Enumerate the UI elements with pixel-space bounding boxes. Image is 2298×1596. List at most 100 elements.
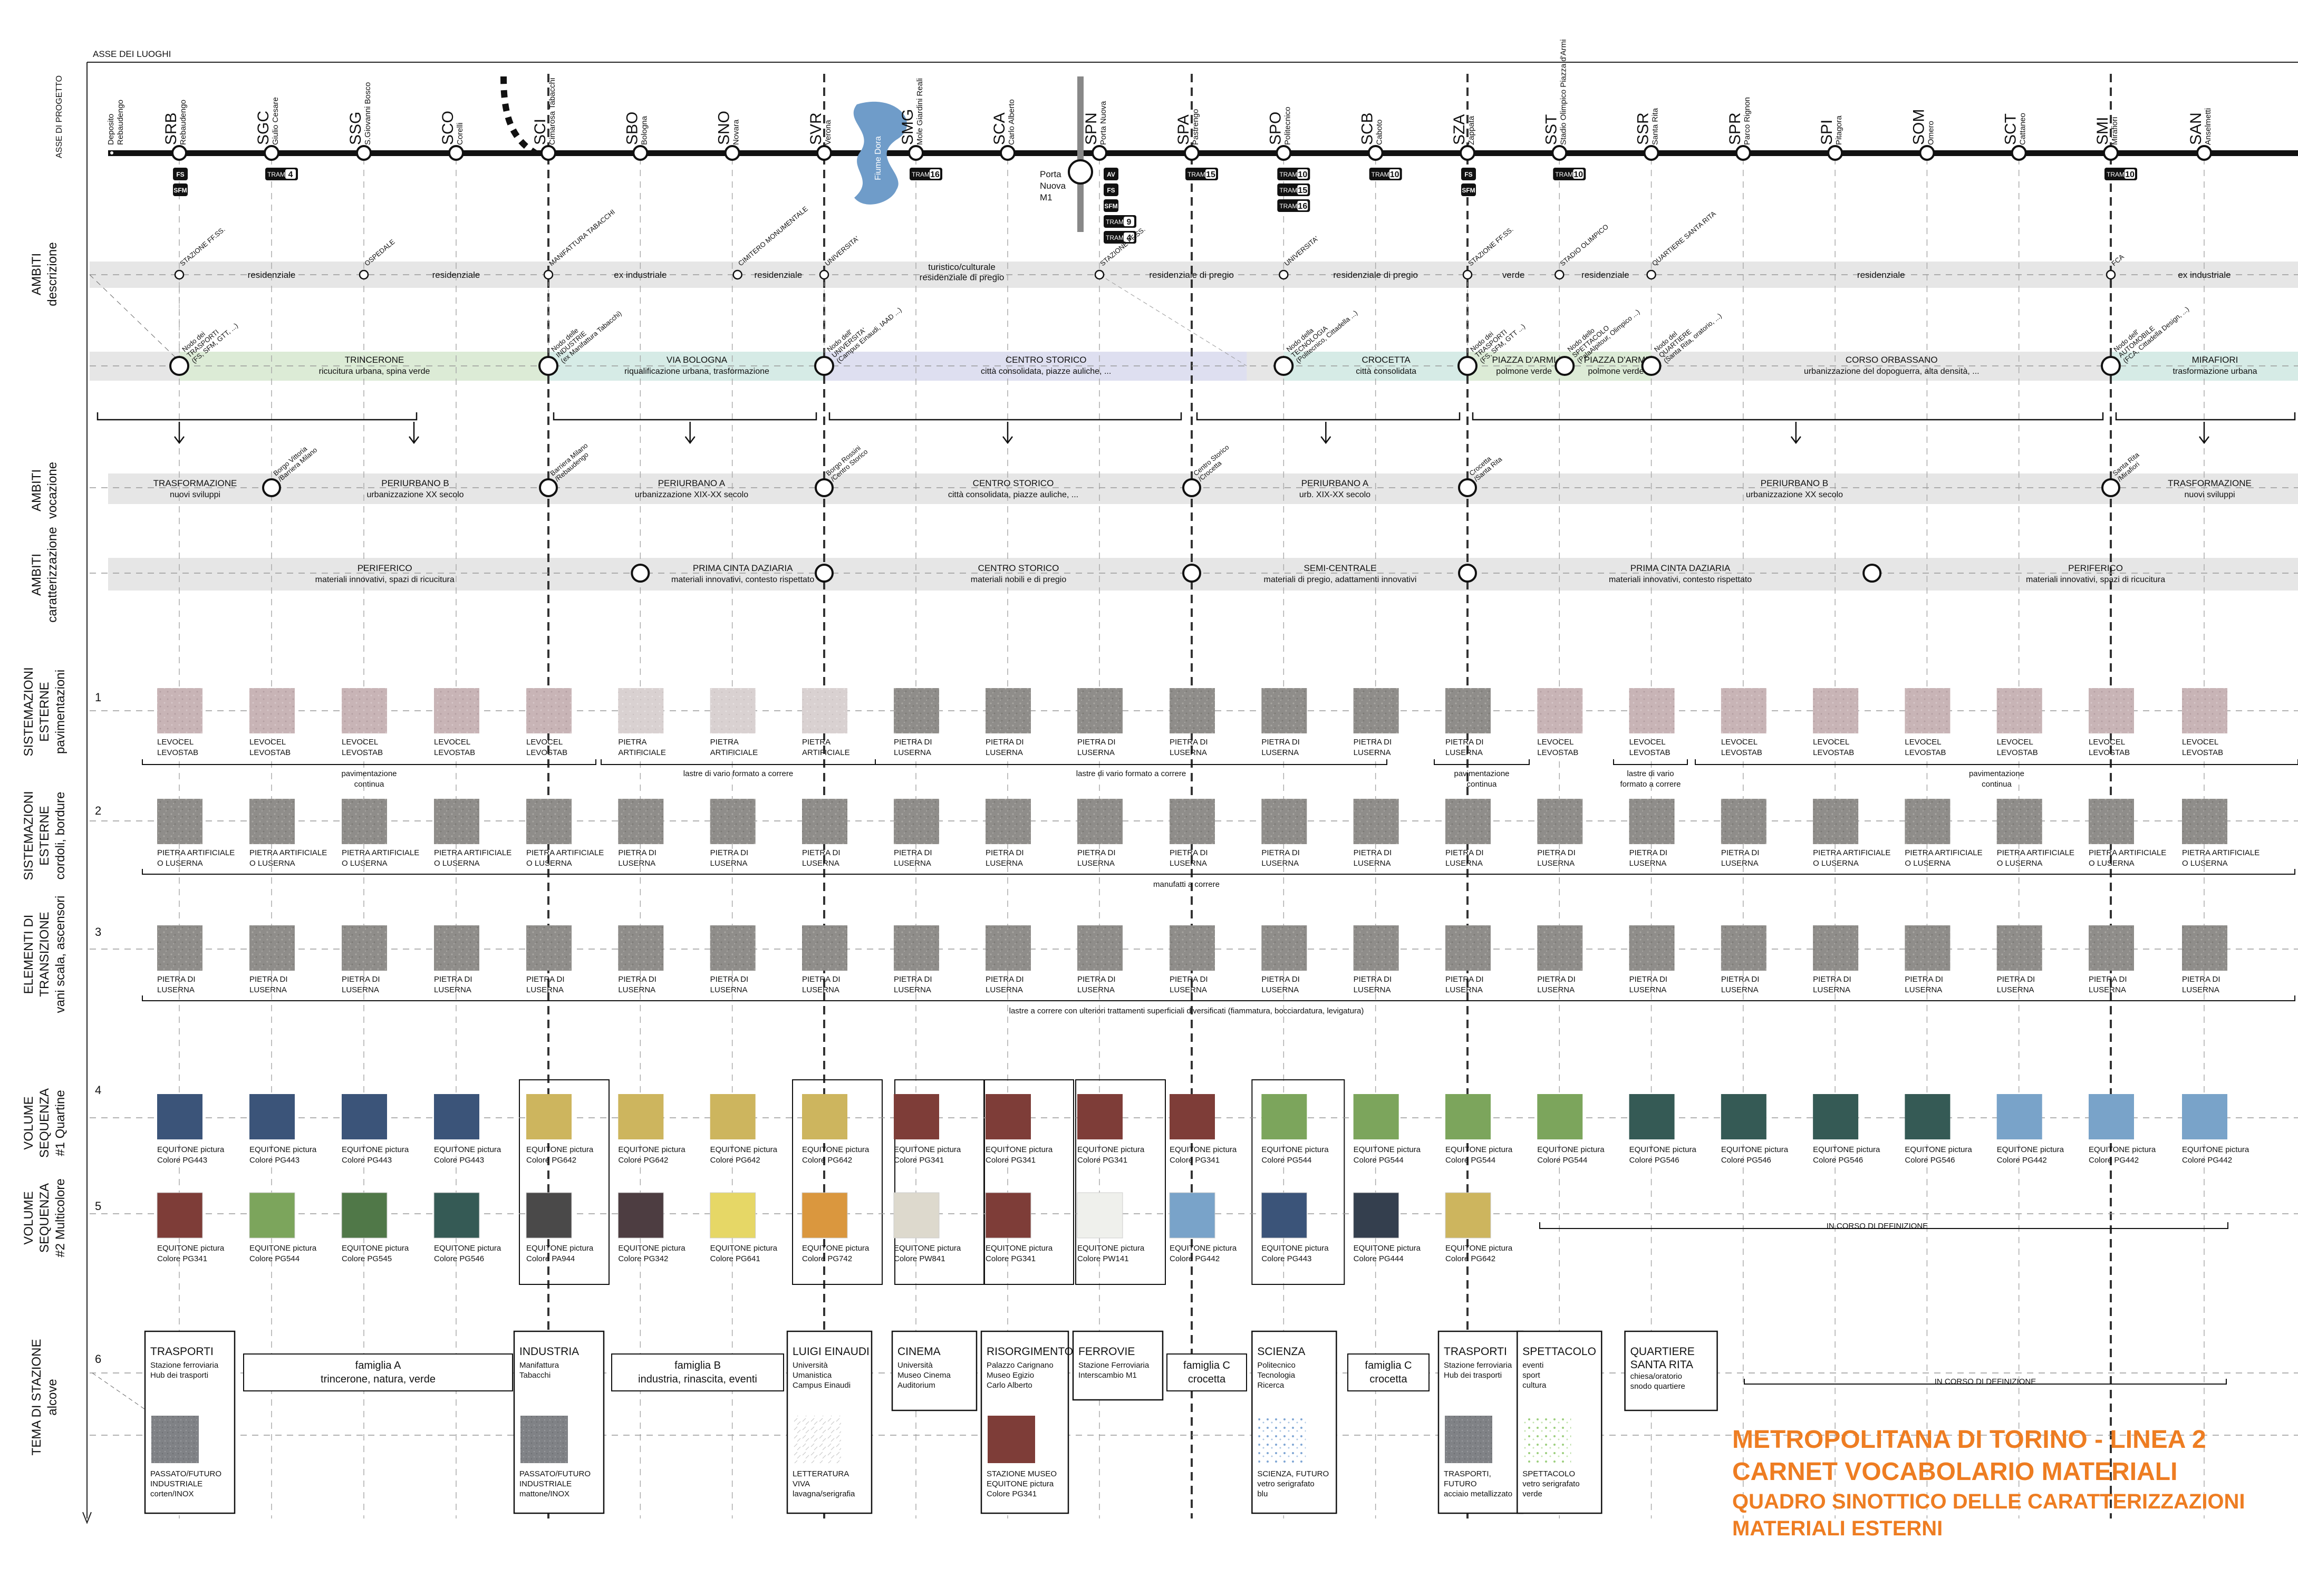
descr-point [175,270,184,279]
vol1-swatch [1721,1094,1766,1139]
rail-badge-icon: AV [1104,168,1118,180]
descr-point [1463,270,1472,279]
badge-text: TRAM [1187,171,1205,178]
badge-text: FS [1107,187,1115,194]
badge-text: TRAM [1106,218,1124,226]
pav-swatch [1905,688,1950,733]
vocazione-marker [1183,479,1200,496]
elem-label: PIETRA DILUSERNA [1077,975,1116,994]
caratt-marker [1183,565,1200,582]
station-name: Rebaudengo [179,100,188,145]
row-label-vol2: #2 Multicolore [53,1178,67,1257]
descr-segment-label: residenziale [1581,270,1629,280]
elem-swatch [710,925,756,971]
vocazione-desc: urbanizzazione XIX-XX secolo [635,490,748,499]
tram-badge-icon: TRAM10 [1277,168,1310,180]
badge-num: 4 [288,170,293,179]
elem-swatch [1170,925,1215,971]
theme-card: SPETTACOLOeventisportculturaSPETTACOLOve… [1517,1331,1601,1513]
pav-label: LEVOCELLEVOSTAB [2089,738,2130,757]
cord-swatch [2089,799,2134,844]
cord-label: PIETRA DILUSERNA [710,848,749,868]
station-name: Cimarosa Tabacchi [548,78,557,145]
family-name: famiglia C [1365,1360,1412,1371]
station-code: SVR [807,112,825,145]
vocazione-name: PERIURBANO B [381,478,449,488]
theme-title: SPETTACOLO [1522,1346,1596,1358]
caratt-desc: materiali di pregio, adattamenti innovat… [1264,575,1417,584]
descr-segment-label: turistico/culturaleresidenziale di pregi… [920,262,1005,283]
station-marker [909,146,923,160]
theme-material-swatch [988,1416,1035,1463]
pav-label: LEVOCELLEVOSTAB [342,738,383,757]
pav-group-label: pavimentazionecontinua [341,769,397,789]
caratt-marker [632,565,649,582]
theme-title: CINEMA [897,1346,941,1358]
cord-label: PIETRA DILUSERNA [1629,848,1668,868]
district-name: CROCETTA [1362,355,1411,365]
pav-group-bracket [1434,759,1529,765]
station-code: SPO [1267,112,1284,145]
row-number: 5 [95,1200,101,1213]
row-label-ambiti_descrizione: descrizione [45,242,60,306]
station-marker [1277,146,1290,160]
descr-point [360,270,368,279]
theme-card: TRASPORTIStazione ferroviariaHub dei tra… [145,1331,235,1513]
elem-label: PIETRA DILUSERNA [710,975,749,994]
cord-swatch [1354,799,1399,844]
row-label-sist_cord: SISTEMAZIONI [22,791,36,880]
vol1-label: EQUITONE picturaColore PG443 [342,1145,409,1165]
station-name: Cattaneo [2019,113,2027,145]
descr-point [820,270,828,279]
vol1-label: EQUITONE picturaColore PG546 [1629,1145,1697,1165]
cord-swatch [157,799,202,844]
caratt-name: PRIMA CINTA DAZIARIA [1630,563,1731,573]
pav-group-label: pavimentazionecontinua [1969,769,2024,789]
row-label-ambiti_caratterizzazione: caratterizzazione [45,527,60,622]
node-marker [2102,357,2120,375]
vol2-label: EQUITONE picturaColore PG341 [157,1244,225,1263]
descr-point-label: STAZIONE FF.SS. [178,225,226,267]
pav-swatch [2089,688,2134,733]
vocazione-marker [2102,479,2119,496]
station-name: Omero [1926,121,1935,145]
district-bracket [554,412,816,420]
pav-swatch [710,688,756,733]
descr-point [2107,270,2115,279]
elem-swatch [986,925,1031,971]
vol1-label: EQUITONE picturaColore PG642 [802,1145,870,1165]
rail-badge-icon: FS [1461,168,1476,180]
vol1-label: EQUITONE picturaColore PG341 [1170,1145,1237,1165]
cord-swatch [526,799,572,844]
district-name: VIA BOLOGNA [667,355,728,365]
river-label: Fiume Dora [874,136,883,180]
badge-text: TRAM [1106,234,1124,241]
cord-label: PIETRA ARTIFICIALEO LUSERNA [1813,848,1890,868]
metro-line [108,150,2298,156]
vol1-swatch [710,1094,756,1139]
vol1-swatch [1261,1094,1307,1139]
row-number: 3 [95,925,101,939]
pav-group-bracket [1614,759,1687,765]
badge-num: 9 [1127,218,1132,227]
descr-segment-label: ex industriale [2178,270,2231,280]
vocazione-desc: città consolidata, piazze auliche, ... [948,490,1078,499]
elem-swatch [157,925,202,971]
pav-group-bracket [1695,759,2298,765]
elem-swatch [1537,925,1582,971]
station-name: Politecnico [1283,107,1292,145]
in-corso-label-1: IN CORSO DI DEFINIZIONE [1827,1222,1928,1231]
family-name: famiglia A [355,1360,401,1371]
cord-swatch [1445,799,1491,844]
vol1-swatch [526,1094,572,1139]
row-label-sist_pav: SISTEMAZIONI [22,667,36,756]
theme-card: FERROVIEStazione FerroviariaInterscambio… [1073,1331,1163,1400]
descr-point-label: STAZIONE FF.SS. [1466,225,1514,267]
caratt-desc: materiali nobili e di pregio [971,575,1067,584]
